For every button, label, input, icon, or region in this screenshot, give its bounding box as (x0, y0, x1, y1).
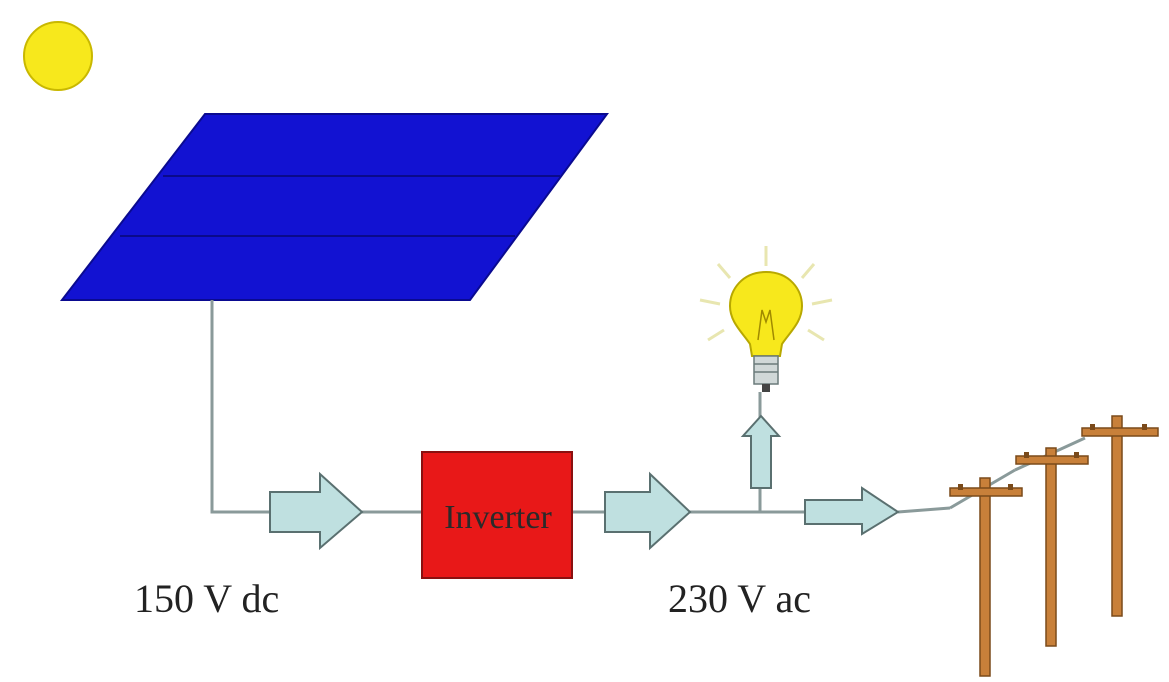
solar-panel (59, 113, 609, 301)
wiring (210, 300, 1086, 514)
dc-voltage-label: 150 V dc (134, 576, 279, 621)
light-bulb-icon (699, 246, 833, 392)
grid-flow-arrow (804, 486, 900, 536)
inverter-box: Inverter (421, 451, 573, 579)
dc-flow-arrow (269, 471, 364, 551)
inverter-label: Inverter (444, 499, 552, 536)
ac-voltage-label: 230 V ac (668, 576, 811, 621)
utility-pole-icon (949, 415, 1159, 677)
sun-icon (23, 21, 93, 91)
load-flow-arrow (740, 414, 782, 489)
ac-flow-arrow (604, 471, 692, 551)
